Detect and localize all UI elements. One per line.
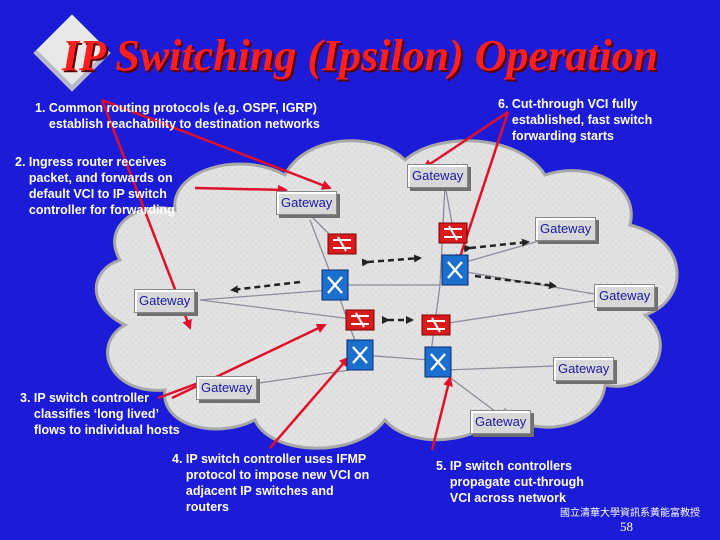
flow-dashes — [230, 238, 557, 324]
gateway-upper-right: Gateway — [535, 217, 597, 241]
step-1-note: 1. Common routing protocols (e.g. OSPF, … — [35, 101, 320, 131]
gateway-bottom: Gateway — [470, 410, 532, 434]
gateway-left: Gateway — [134, 289, 196, 313]
page-number: 58 — [620, 519, 633, 534]
gateway-top: Gateway — [407, 164, 469, 188]
ip-switch-2-icon — [441, 254, 469, 286]
router-2-icon — [438, 222, 468, 244]
cloud — [94, 139, 679, 450]
gateway-lower-left: Gateway — [196, 376, 258, 400]
footer-institution: 國立清華大學資訊系黃能富教授 — [560, 508, 700, 519]
ip-switch-1-icon — [321, 269, 349, 301]
slide-title: IP Switching (Ipsilon) Operation — [62, 31, 659, 80]
router-1-icon — [327, 233, 357, 255]
step-5-note: 5. IP switch controllers propagate cut-t… — [436, 459, 584, 505]
router-3-icon — [345, 309, 375, 331]
gateway-upper-left: Gateway — [276, 191, 338, 215]
gateway-lower-right: Gateway — [553, 357, 615, 381]
step-6-note: 6. Cut-through VCI fully established, fa… — [498, 97, 653, 143]
gateway-right: Gateway — [594, 284, 656, 308]
ip-switch-4-icon — [424, 346, 452, 378]
router-4-icon — [421, 314, 451, 336]
step-4-note: 4. IP switch controller uses IFMP protoc… — [172, 452, 370, 514]
ip-switch-3-icon — [346, 339, 374, 371]
step-2-note: 2. Ingress router receives packet, and f… — [15, 155, 175, 217]
step-3-note: 3. IP switch controller classifies ‘long… — [20, 391, 180, 437]
